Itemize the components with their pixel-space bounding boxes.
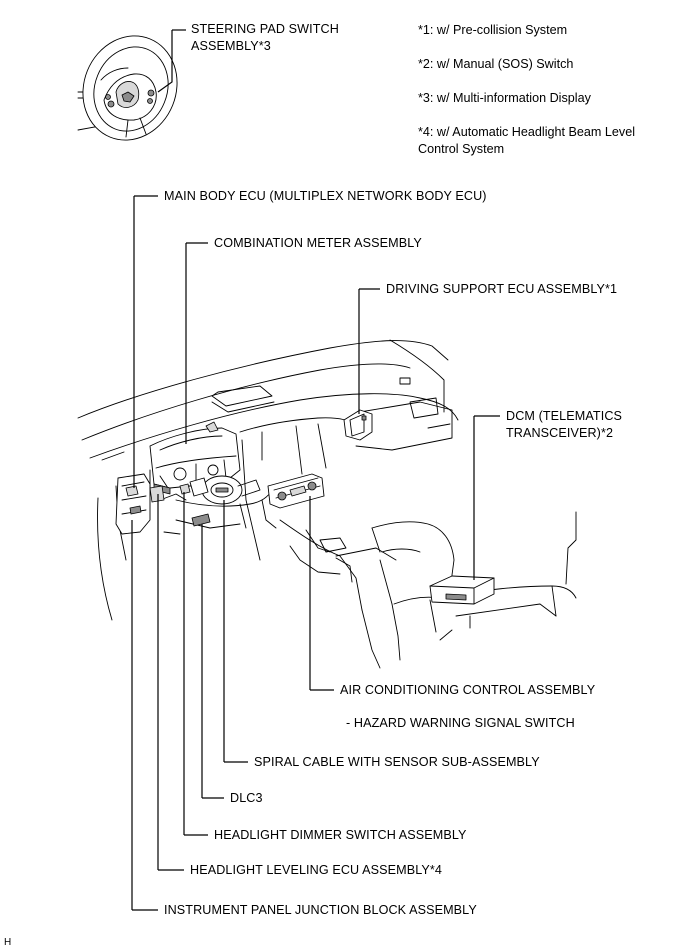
note-pre-collision: *1: w/ Pre-collision System [418, 23, 568, 37]
label-dcm-line2: TRANSCEIVER)*2 [506, 426, 614, 440]
steering-wheel-inset [77, 35, 178, 141]
junction-block-part [115, 473, 165, 535]
driving-support-ecu-part [343, 409, 373, 441]
label-instrument-panel-junction-block: INSTRUMENT PANEL JUNCTION BLOCK ASSEMBLY [164, 903, 477, 917]
label-combination-meter: COMBINATION METER ASSEMBLY [214, 236, 422, 250]
leader-lines [131, 29, 500, 911]
note-multi-information-display: *3: w/ Multi-information Display [418, 91, 591, 105]
spiral-cable-part [179, 475, 261, 505]
combination-meter-part [149, 421, 241, 495]
label-hazard-warning-switch: - HAZARD WARNING SIGNAL SWITCH [346, 716, 575, 730]
label-main-body-ecu: MAIN BODY ECU (MULTIPLEX NETWORK BODY EC… [164, 189, 487, 203]
label-steering-pad-switch-line1: STEERING PAD SWITCH [191, 22, 339, 36]
label-dcm-line1: DCM (TELEMATICS [506, 409, 623, 423]
dlc3-part [191, 513, 211, 527]
label-dlc3: DLC3 [230, 791, 263, 805]
note-manual-sos-switch: *2: w/ Manual (SOS) Switch [418, 57, 574, 71]
dashboard-body [77, 339, 577, 669]
label-headlight-leveling-ecu: HEADLIGHT LEVELING ECU ASSEMBLY*4 [190, 863, 443, 877]
label-headlight-dimmer-switch: HEADLIGHT DIMMER SWITCH ASSEMBLY [214, 828, 467, 842]
corner-mark: H [4, 937, 12, 948]
label-spiral-cable: SPIRAL CABLE WITH SENSOR SUB-ASSEMBLY [254, 755, 540, 769]
label-air-conditioning-control: AIR CONDITIONING CONTROL ASSEMBLY [340, 683, 596, 697]
note-headlight-beam-level: *4: w/ Automatic Headlight Beam Level Co… [418, 125, 636, 156]
label-steering-pad-switch-line2: ASSEMBLY*3 [191, 39, 271, 53]
air-conditioning-control-part [267, 473, 325, 509]
dcm-part [429, 575, 495, 605]
label-driving-support-ecu: DRIVING SUPPORT ECU ASSEMBLY*1 [386, 282, 618, 296]
